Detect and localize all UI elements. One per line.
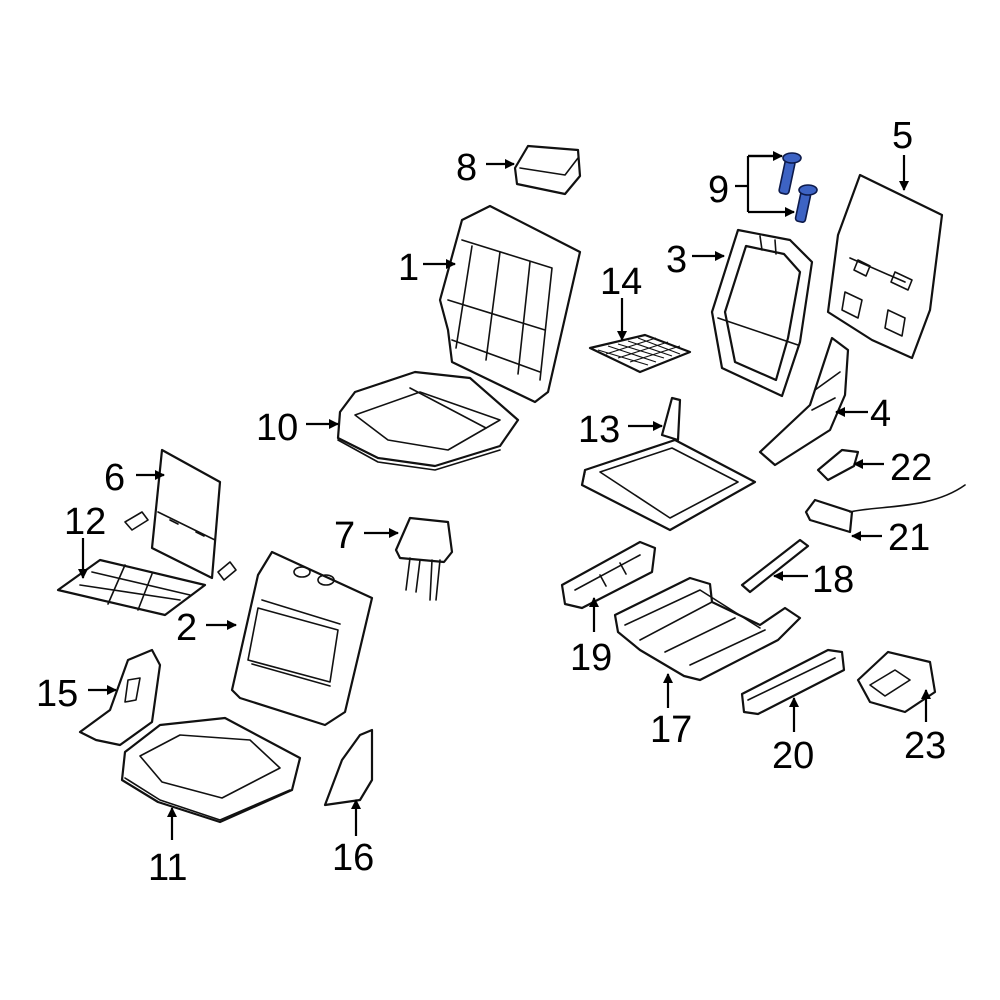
callout-1: 1 (398, 247, 419, 289)
callout-14: 14 (600, 261, 642, 303)
part-11-seat-cushion[interactable] (120, 716, 302, 824)
part-1-seat-back-cover[interactable] (438, 204, 582, 404)
part-3-seat-back-frame[interactable] (710, 228, 814, 398)
callout-20: 20 (772, 735, 814, 777)
part-20-rail-cover[interactable] (740, 648, 846, 716)
part-17-seat-track[interactable] (613, 576, 802, 682)
callout-18: 18 (812, 559, 854, 601)
callout-12: 12 (64, 501, 106, 543)
callout-15: 15 (36, 673, 78, 715)
callout-21: 21 (888, 517, 930, 559)
callout-3: 3 (666, 239, 687, 281)
part-9-bracket (735, 154, 794, 212)
part-14-spring-mat[interactable] (588, 333, 692, 374)
part-5-back-panel[interactable] (826, 173, 944, 360)
callout-8: 8 (456, 147, 477, 189)
part-10-seat-cushion-cover[interactable] (336, 370, 520, 471)
callout-17: 17 (650, 709, 692, 751)
callout-10: 10 (256, 407, 298, 449)
part-8-headrest-cover[interactable] (513, 144, 582, 196)
callout-5: 5 (892, 115, 913, 157)
part-6-back-board[interactable] (150, 448, 222, 580)
callout-7: 7 (334, 515, 355, 557)
callout-6: 6 (104, 457, 125, 499)
part-4-recliner-bracket[interactable] (758, 336, 850, 467)
part-16-side-trim[interactable] (323, 728, 374, 807)
callout-22: 22 (890, 447, 932, 489)
part-18-gas-strut[interactable] (740, 538, 810, 594)
part-15-side-shield[interactable] (78, 648, 162, 747)
callout-9: 9 (708, 169, 729, 211)
callout-23: 23 (904, 725, 946, 767)
callout-4: 4 (870, 393, 891, 435)
part-22-latch-cover[interactable] (816, 448, 860, 482)
callout-2: 2 (176, 607, 197, 649)
callout-11: 11 (148, 847, 187, 889)
part-13-seat-frame[interactable] (580, 396, 757, 532)
callout-16: 16 (332, 837, 374, 879)
part-2-seat-back-frame[interactable] (230, 550, 374, 727)
part-7-headrest[interactable] (394, 516, 454, 601)
part-21-release-cable[interactable] (804, 484, 966, 534)
part-19-side-bracket[interactable] (560, 540, 657, 610)
part-23-switch-housing[interactable] (856, 650, 937, 714)
callout-13: 13 (578, 409, 620, 451)
callout-19: 19 (570, 637, 612, 679)
